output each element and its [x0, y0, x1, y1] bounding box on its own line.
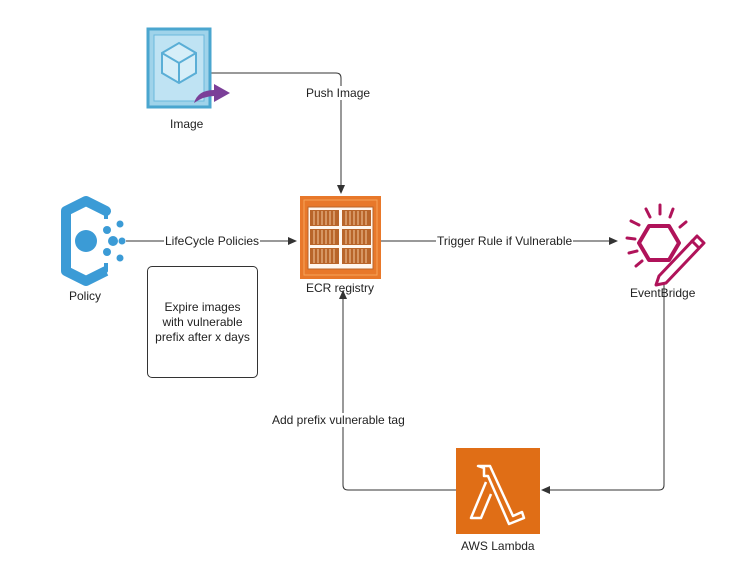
- eventbridge-label: EventBridge: [630, 286, 696, 300]
- eventbridge-icon: [625, 203, 706, 287]
- container-image-icon: [146, 27, 230, 109]
- eventbridge-to-lambda-connector: [541, 282, 665, 494]
- push-image-connector: [210, 72, 345, 194]
- aws-lambda-label: AWS Lambda: [461, 539, 535, 553]
- policy-icon: [61, 196, 126, 286]
- aws-lambda-icon: [456, 448, 540, 534]
- lambda-to-ecr-connector: [339, 290, 456, 491]
- add-prefix-tag-label: Add prefix vulnerable tag: [271, 413, 406, 427]
- image-label: Image: [170, 117, 204, 131]
- trigger-rule-label: Trigger Rule if Vulnerable: [436, 234, 574, 248]
- curved-arrow-icon: [194, 84, 230, 103]
- ecr-registry-icon: [300, 196, 381, 279]
- expire-images-note: Expire images with vulnerable prefix aft…: [147, 266, 258, 378]
- push-image-label: Push Image: [305, 86, 372, 100]
- policy-label: Policy: [69, 289, 102, 303]
- expire-images-note-text: Expire images with vulnerable prefix aft…: [155, 299, 250, 344]
- ecr-registry-label: ECR registry: [306, 281, 375, 295]
- lifecycle-policies-label: LifeCycle Policies: [164, 234, 261, 248]
